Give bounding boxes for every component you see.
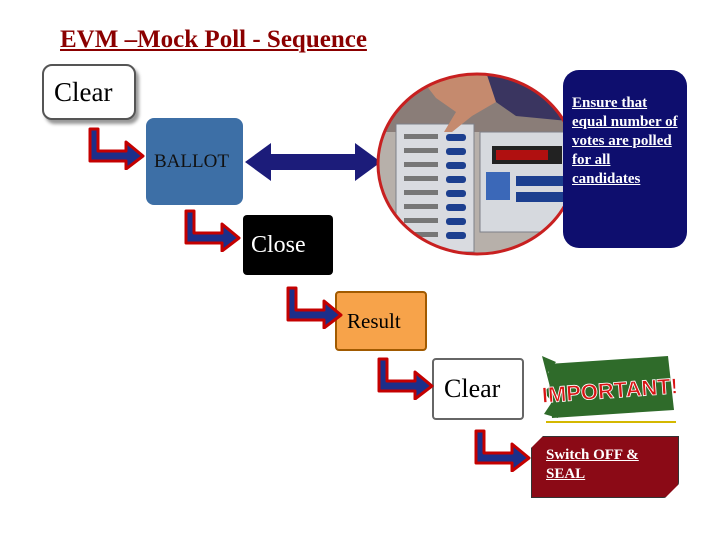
sequence-arrow-1 [88,127,145,170]
evm-photo [376,72,578,256]
step-close-box: Close [243,215,333,275]
sequence-arrow-2 [184,209,241,252]
sequence-arrow-5 [474,429,531,472]
sequence-arrow-4 [377,357,434,400]
note-equal-votes-text: Ensure that equal number of votes are po… [572,95,678,187]
step-clear-label: Clear [54,76,113,107]
double-arrow-icon [245,143,381,181]
step-ballot-label: BALLOT [154,150,229,172]
step-clear-box: Clear [42,64,136,120]
step-result-label: Result [347,308,401,333]
important-badge: IMPORTANT! [538,352,678,424]
page-title: EVM –Mock Poll - Sequence [60,26,367,53]
note-switch-off-seal: Switch OFF & SEAL [531,436,679,498]
step-clear-final-label: Clear [444,374,501,403]
step-result-box: Result [335,291,427,351]
note-switch-off-seal-text: Switch OFF & SEAL [546,447,639,482]
step-clear-final-box: Clear [432,358,524,420]
sequence-arrow-3 [286,286,343,329]
step-ballot-box: BALLOT [146,118,243,205]
step-close-label: Close [251,231,306,258]
note-equal-votes: Ensure that equal number of votes are po… [563,70,687,248]
